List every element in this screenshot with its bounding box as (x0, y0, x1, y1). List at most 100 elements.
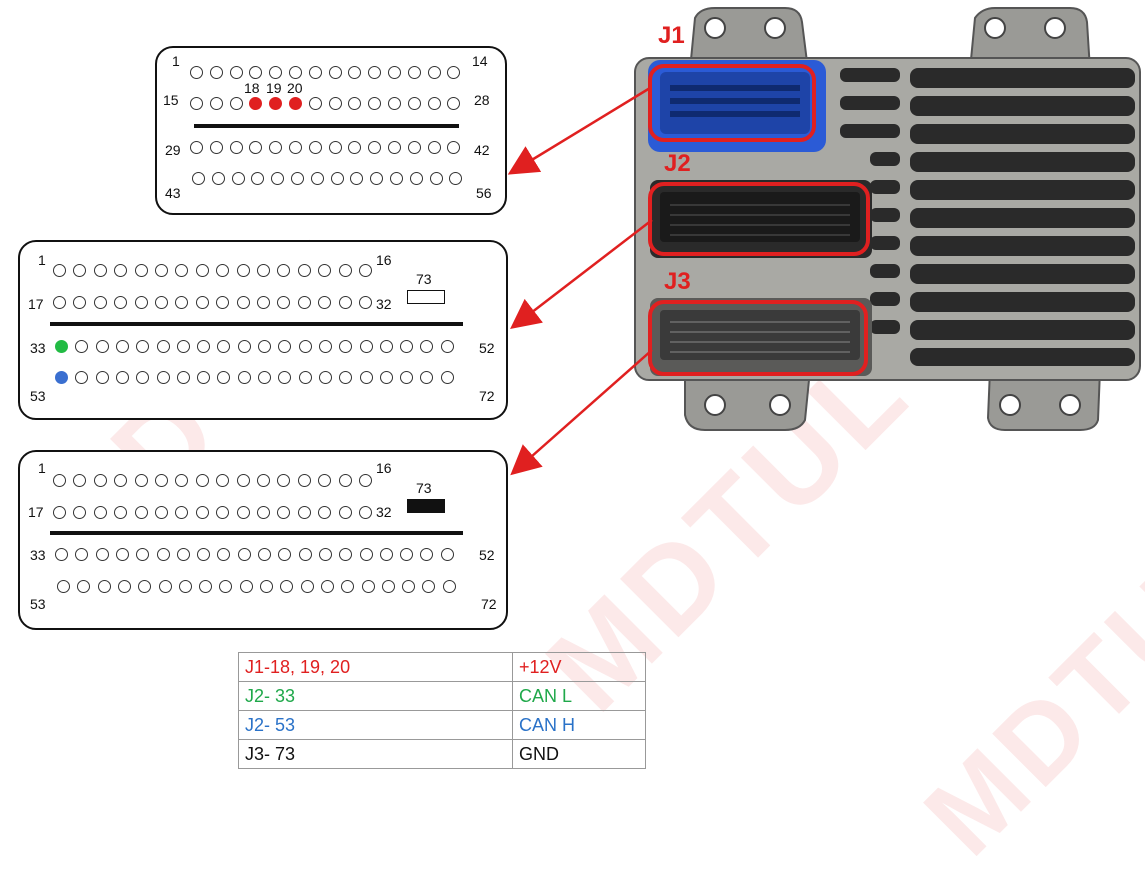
connector-pin (95, 548, 109, 561)
connector-pin (258, 371, 271, 384)
j1-row1-start-label: 1 (172, 53, 180, 69)
connector-pin (197, 371, 211, 384)
connector-pin (257, 296, 270, 309)
connector-pin (308, 97, 322, 110)
connector-pin (339, 340, 353, 353)
connector-pin (229, 66, 243, 79)
connector-pin (257, 264, 270, 277)
connector-pin (155, 296, 168, 309)
connector-pin (318, 264, 332, 277)
connector-pin (359, 548, 373, 561)
connector-pin (407, 97, 421, 110)
connector-pin (249, 141, 263, 154)
j2-row4-end-label: 72 (479, 388, 495, 404)
connector-pin (440, 548, 454, 561)
j2-row4-start-label: 53 (30, 388, 46, 404)
j3-row1-end-label: 16 (376, 460, 392, 476)
connector-pin (348, 97, 362, 110)
connector-pin (258, 340, 271, 353)
connector-pin (156, 548, 170, 561)
connector-pin (381, 580, 395, 593)
connector-pin (175, 296, 189, 309)
connector-pin (75, 548, 89, 561)
connector-pin (114, 506, 128, 519)
connector-pin (328, 141, 342, 154)
table-row: J3- 73 GND (238, 739, 646, 769)
connector-pin (237, 371, 251, 384)
j3-row2-start-label: 17 (28, 504, 44, 520)
j3-label: J3 (664, 268, 691, 295)
connector-pin (368, 66, 382, 79)
connector-pin (297, 296, 311, 309)
connector-pin (236, 506, 250, 519)
connector-pin (239, 580, 253, 593)
connector-pin (407, 141, 421, 154)
j3-row2-end-label: 32 (376, 504, 392, 520)
connector-pin (251, 172, 265, 185)
j2-row1-end-label: 16 (376, 252, 392, 268)
j1-pin-18-label: 18 (244, 80, 260, 96)
connector-pin (308, 141, 322, 154)
connector-pin (114, 264, 128, 277)
signal-cell: CAN L (512, 681, 646, 711)
connector-pin (278, 340, 292, 353)
connector-pin (115, 548, 129, 561)
connector-pin (318, 371, 332, 384)
connector-pin (97, 580, 111, 593)
connector-pin (348, 66, 362, 79)
connector-pin (447, 66, 461, 79)
connector-pin (136, 340, 150, 353)
connector-pin (348, 141, 362, 154)
connector-pin (155, 474, 168, 487)
connector-pin (55, 371, 68, 384)
connector-pin (237, 548, 251, 561)
connector-pin (217, 340, 231, 353)
j3-pin-73-label: 73 (416, 480, 432, 496)
signal-cell: +12V (512, 652, 646, 682)
connector-pin (158, 580, 172, 593)
connector-pin (402, 580, 416, 593)
connector-pin (269, 97, 283, 110)
connector-pin (115, 340, 129, 353)
connector-pin (359, 371, 373, 384)
connector-pin (237, 340, 251, 353)
connector-pin (338, 296, 352, 309)
connector-pin (190, 97, 203, 110)
connector-pin (409, 172, 423, 185)
connector-pin (73, 296, 87, 309)
connector-pin (134, 506, 148, 519)
j1-row1-end-label: 14 (472, 53, 488, 69)
connector-pin (197, 548, 211, 561)
connector-pin (136, 548, 150, 561)
j1-pin-20-label: 20 (287, 80, 303, 96)
connector-pin (55, 548, 68, 561)
connector-pin (155, 264, 168, 277)
connector-pin (190, 141, 203, 154)
connector-pin (75, 371, 89, 384)
connector-pin (359, 264, 372, 277)
connector-pin (53, 474, 66, 487)
connector-pin (269, 66, 283, 79)
connector-pin (297, 474, 311, 487)
connector-pin (388, 66, 401, 79)
connector-pin (155, 506, 168, 519)
table-row: J2- 33 CAN L (238, 681, 646, 711)
connector-pin (175, 264, 189, 277)
pins-cell: J1-18, 19, 20 (238, 652, 513, 682)
connector-pin (77, 580, 91, 593)
j1-label: J1 (658, 22, 685, 49)
connector-pin (249, 66, 263, 79)
connector-pin (427, 141, 441, 154)
connector-pin (298, 371, 312, 384)
connector-pin (320, 580, 334, 593)
connector-pin (178, 580, 192, 593)
connector-pin (318, 296, 332, 309)
connector-pin (447, 97, 461, 110)
connector-pin (350, 172, 364, 185)
arrow-j1 (507, 86, 651, 175)
connector-pin (209, 97, 223, 110)
connector-pin (388, 97, 401, 110)
j1-pin-19-label: 19 (266, 80, 282, 96)
j2-pin-73-label: 73 (416, 271, 432, 287)
ecu-module-image (634, 7, 1141, 431)
